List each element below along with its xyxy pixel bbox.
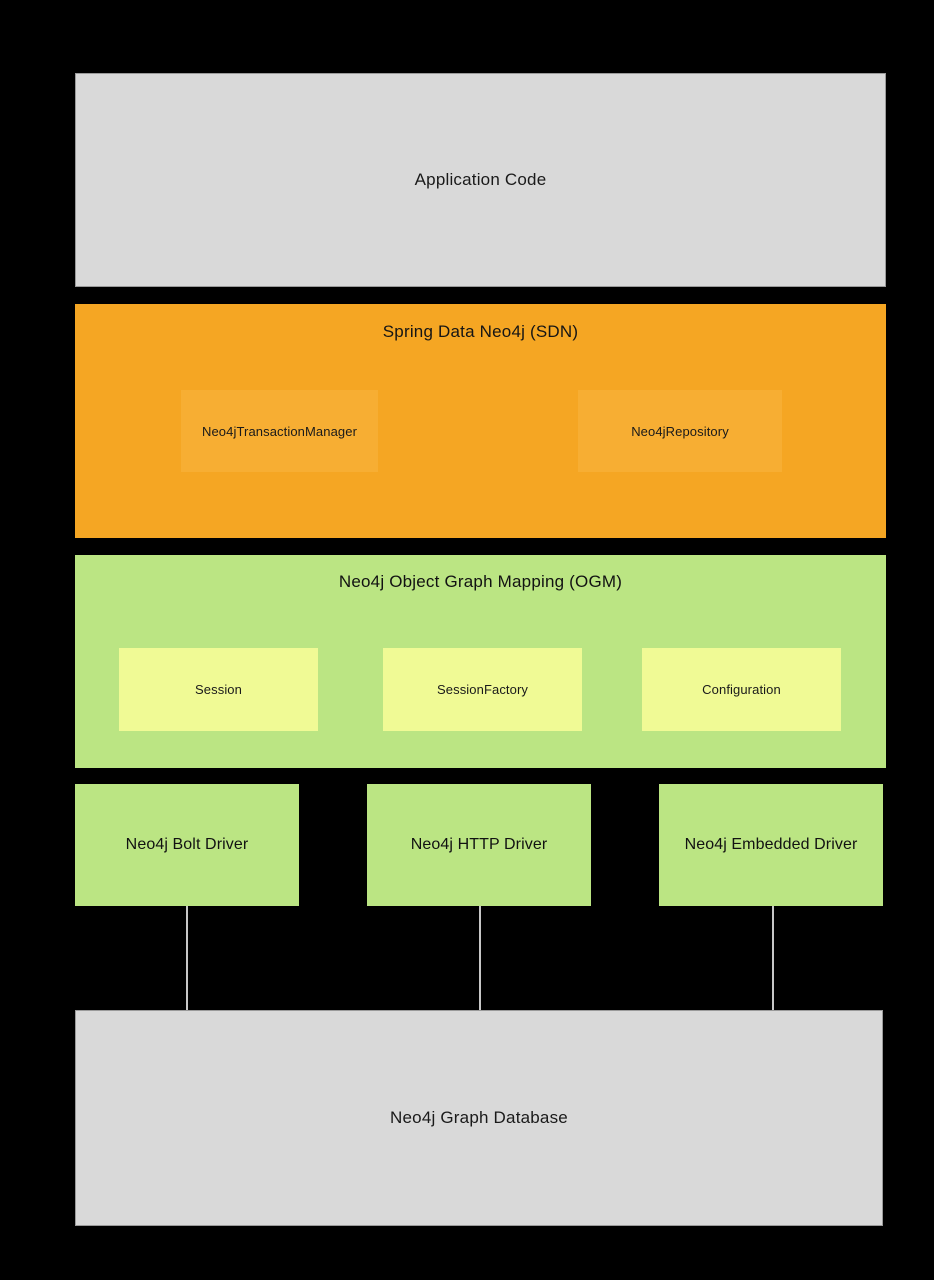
layer-neo4j-graph-database: Neo4j Graph Database xyxy=(75,1010,883,1226)
component-label-neo4j-transaction-manager: Neo4jTransactionManager xyxy=(201,423,357,439)
component-label-session-factory: SessionFactory xyxy=(437,682,528,697)
component-label-session: Session xyxy=(195,682,242,697)
component-neo4j-repository: Neo4jRepository xyxy=(578,390,782,472)
layer-title-application-code: Application Code xyxy=(414,170,547,189)
component-session-factory: SessionFactory xyxy=(383,648,582,731)
connector-line-bolt-to-database xyxy=(186,906,188,1011)
layer-application-code: Application Code xyxy=(75,73,886,287)
layer-neo4j-ogm: Neo4j Object Graph Mapping (OGM) Session… xyxy=(75,555,886,768)
connector-line-embedded-to-database xyxy=(772,906,774,1011)
layer-spring-data-neo4j: Spring Data Neo4j (SDN) Neo4jTransaction… xyxy=(75,304,886,538)
driver-box-http: Neo4j HTTP Driver xyxy=(367,784,591,906)
driver-box-bolt: Neo4j Bolt Driver xyxy=(75,784,299,906)
driver-box-embedded: Neo4j Embedded Driver xyxy=(659,784,883,906)
component-neo4j-transaction-manager: Neo4jTransactionManager xyxy=(181,390,378,472)
connector-line-http-to-database xyxy=(479,906,481,1011)
driver-label-http: Neo4j HTTP Driver xyxy=(410,836,548,853)
layer-title-spring-data-neo4j: Spring Data Neo4j (SDN) xyxy=(382,322,579,341)
component-configuration: Configuration xyxy=(642,648,841,731)
layer-title-neo4j-graph-database: Neo4j Graph Database xyxy=(390,1108,568,1127)
driver-label-bolt: Neo4j Bolt Driver xyxy=(125,836,249,853)
driver-label-embedded: Neo4j Embedded Driver xyxy=(684,836,858,853)
component-label-configuration: Configuration xyxy=(702,682,781,697)
component-session: Session xyxy=(119,648,318,731)
component-label-neo4j-repository: Neo4jRepository xyxy=(631,423,729,439)
layer-title-neo4j-ogm: Neo4j Object Graph Mapping (OGM) xyxy=(338,572,623,591)
